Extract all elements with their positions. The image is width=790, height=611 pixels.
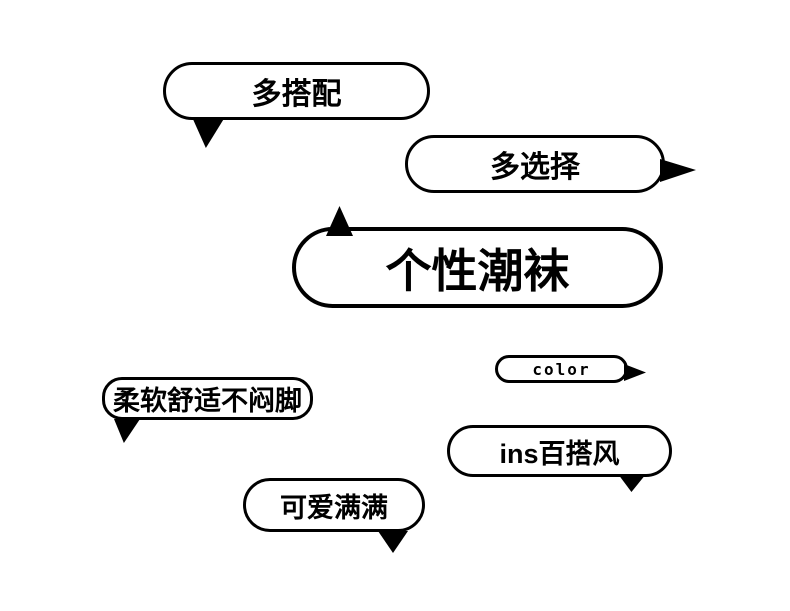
speech-bubble-rouruan-shushi: 柔软舒适不闷脚 xyxy=(102,377,313,443)
bubble-label: 可爱满满 xyxy=(280,492,388,523)
bubble-label: 个性潮袜 xyxy=(385,244,570,297)
bubble-tail-right-icon xyxy=(624,364,646,381)
bubble-tail-right-icon xyxy=(660,159,696,182)
speech-bubble-keai-manman: 可爱满满 xyxy=(243,478,425,553)
bubble-label: 多搭配 xyxy=(251,78,342,111)
bubble-label: ins百搭风 xyxy=(499,438,620,469)
bubble-tail-down-icon xyxy=(192,117,225,148)
bubble-tail-down-icon xyxy=(618,474,646,492)
bubble-tail-down-icon xyxy=(114,419,140,443)
speech-bubble-duo-xuanze: 多选择 xyxy=(405,135,696,193)
bubble-label: color xyxy=(532,359,591,379)
speech-bubble-gexing-chaowa: 个性潮袜 xyxy=(292,206,663,308)
bubble-label: 柔软舒适不闷脚 xyxy=(113,386,302,416)
bubble-tail-down-icon xyxy=(378,531,408,553)
speech-bubble-ins-baidafeng: ins百搭风 xyxy=(447,425,672,492)
bubble-tail-up-icon xyxy=(326,206,353,236)
bubble-label: 多选择 xyxy=(490,151,580,184)
speech-bubble-color: color xyxy=(495,355,646,383)
speech-bubble-duo-dapei: 多搭配 xyxy=(163,62,430,148)
